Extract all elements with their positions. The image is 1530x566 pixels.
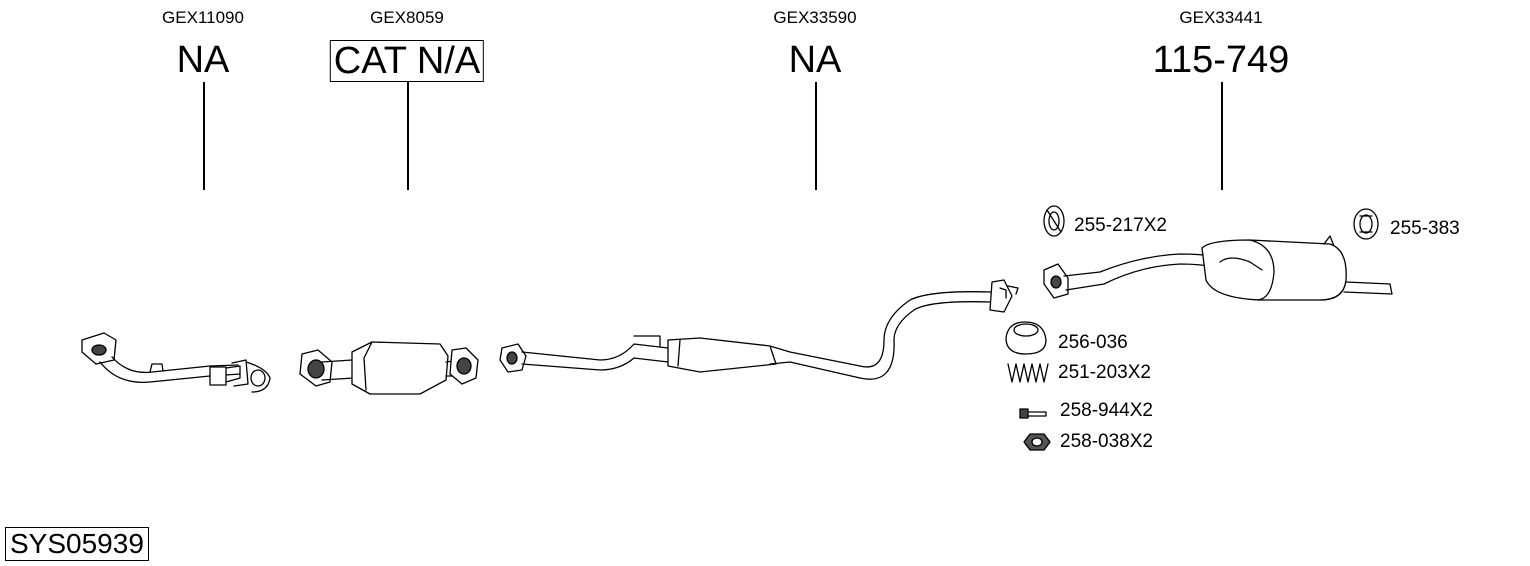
part-label-ring-hanger: 255-383 bbox=[1390, 218, 1460, 239]
leader-line-center-pipe bbox=[815, 82, 817, 190]
rubber-ring-hanger-icon bbox=[1353, 208, 1379, 240]
front-pipe-drawing bbox=[81, 332, 271, 393]
leader-line-catalyst bbox=[407, 82, 409, 190]
part-label-nut: 258-038X2 bbox=[1060, 431, 1153, 452]
part-code-gex11090: GEX11090 bbox=[162, 8, 244, 27]
nut-icon bbox=[1023, 433, 1051, 451]
spring-icon bbox=[1007, 363, 1049, 383]
leader-line-front-pipe bbox=[203, 82, 205, 190]
part-ref-front-pipe: NA bbox=[176, 39, 230, 81]
gasket-ring-icon bbox=[1005, 321, 1047, 355]
part-label-gasket: 256-036 bbox=[1058, 332, 1128, 353]
system-id-label: SYS05939 bbox=[5, 527, 149, 561]
part-ref-catalyst: CAT N/A bbox=[329, 40, 485, 82]
part-label-bolt: 258-944X2 bbox=[1060, 400, 1153, 421]
part-code-gex33441: GEX33441 bbox=[1179, 8, 1263, 27]
leader-line-rear-silencer bbox=[1221, 82, 1223, 190]
part-label-spring: 251-203X2 bbox=[1058, 362, 1151, 383]
rear-silencer-drawing bbox=[1043, 235, 1393, 301]
part-code-gex8059: GEX8059 bbox=[370, 8, 444, 27]
part-label-hanger: 255-217X2 bbox=[1074, 215, 1167, 236]
center-pipe-drawing bbox=[499, 279, 1019, 380]
part-ref-center-pipe: NA bbox=[788, 39, 842, 81]
part-code-gex33590: GEX33590 bbox=[773, 8, 857, 27]
part-ref-rear-silencer: 115-749 bbox=[1152, 39, 1290, 81]
catalyst-drawing bbox=[299, 341, 479, 395]
bolt-icon bbox=[1019, 408, 1047, 419]
rubber-hanger-icon bbox=[1043, 205, 1065, 237]
